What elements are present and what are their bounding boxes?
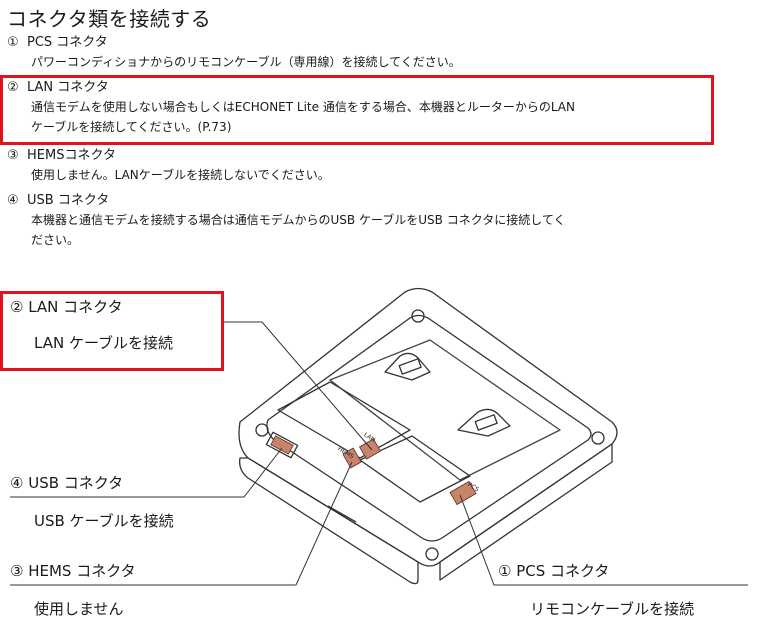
mounting-slot-1 [384, 352, 431, 381]
lan-leader-line [222, 321, 373, 451]
pcs-callout-title: ① PCS コネクタ [498, 562, 610, 580]
device-illustration: HEMS LAN PCS [10, 287, 748, 586]
pcs-leader-line [459, 494, 748, 586]
mounting-tab-2 [474, 414, 498, 431]
device-figure: HEMS LAN PCS ② LAN コネクタ LAN ケーブルを接続 ④ US… [0, 280, 761, 635]
item-description: パワーコンディショナからのリモコンケーブル（専用線）を接続してください。 [31, 55, 461, 69]
item-description: 通信モデムを使用しない場合もしくはECHONET Lite 通信をする場合、本機… [31, 100, 575, 134]
screw-hole-right [591, 431, 605, 445]
screw-hole-bottom [425, 547, 439, 561]
pcs-connector [449, 480, 477, 506]
front-slot [327, 505, 357, 523]
connector-item-hems: ③ HEMSコネクタ 使用しません。LANケーブルを接続しないでください。 [7, 147, 707, 185]
usb-callout-desc: USB ケーブルを接続 [34, 512, 174, 530]
pcs-board [359, 435, 471, 503]
item-description: 本機器と通信モデムを接続する場合は通信モデムからのUSB ケーブルをUSB コネ… [31, 213, 566, 247]
mounting-slot-2 [457, 408, 511, 437]
usb-port-opening [265, 431, 299, 459]
item-heading: HEMSコネクタ [27, 148, 116, 163]
item-number: ① [7, 35, 19, 50]
hems-callout-desc: 使用しません [34, 600, 124, 618]
connector-item-usb: ④ USB コネクタ 本機器と通信モデムを接続する場合は通信モデムからのUSB ケ… [7, 192, 707, 250]
page-title: コネクタ類を接続する [7, 7, 212, 31]
device-recess [266, 314, 592, 542]
screw-hole-left [255, 423, 269, 437]
item-heading: LAN コネクタ [27, 80, 109, 95]
usb-leader-line [10, 447, 283, 498]
highlight-box-lan-text [0, 75, 714, 145]
item-description: 使用しません。LANケーブルを接続しないでください。 [31, 168, 330, 182]
lan-callout-title: ② LAN コネクタ [10, 298, 123, 316]
pcs-callout-desc: リモコンケーブルを接続 [530, 600, 695, 618]
screw-hole-top [411, 309, 425, 323]
connector-item-lan: ② LAN コネクタ 通信モデムを使用しない場合もしくはECHONET Lite … [7, 79, 707, 137]
usb-connector [270, 435, 294, 455]
device-top-face [238, 287, 618, 567]
connector-item-pcs: ① PCS コネクタ パワーコンディショナからのリモコンケーブル（専用線）を接続し… [7, 34, 707, 72]
item-number: ④ [7, 193, 19, 208]
device-plate [329, 339, 561, 481]
device-right-side [439, 443, 613, 581]
hems-callout-title: ③ HEMS コネクタ [10, 562, 136, 580]
usb-callout-title: ④ USB コネクタ [10, 474, 124, 492]
device-front-side [239, 457, 419, 585]
item-number: ③ [7, 148, 19, 163]
connector-board [277, 381, 411, 459]
hems-leader-line [10, 461, 353, 586]
mounting-tab-1 [398, 358, 422, 375]
highlight-box-lan-callout [0, 291, 224, 371]
lan-callout-desc: LAN ケーブルを接続 [34, 334, 174, 352]
item-heading: PCS コネクタ [27, 35, 108, 50]
item-number: ② [7, 80, 19, 95]
item-heading: USB コネクタ [27, 193, 110, 208]
hems-connector [342, 447, 362, 469]
